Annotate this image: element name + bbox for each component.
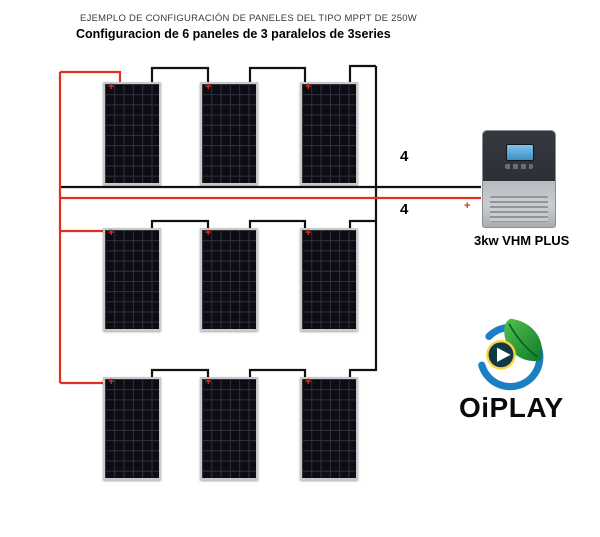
- oiplay-logo-text: OiPLAY: [459, 392, 564, 423]
- solar-panel: +: [103, 377, 161, 480]
- panel-positive-terminal: +: [205, 81, 212, 93]
- negative-wires: [60, 64, 481, 378]
- panel-positive-terminal: +: [305, 81, 312, 93]
- solar-panel: +: [200, 377, 258, 480]
- positive-bus-label: 4: [400, 201, 409, 218]
- solar-panel: +: [200, 228, 258, 331]
- inverter-image: [482, 130, 556, 228]
- inverter-label: 3kw VHM PLUS: [474, 233, 570, 248]
- inverter-buttons: [505, 164, 533, 169]
- inverter-lcd-screen: [506, 144, 534, 161]
- panel-positive-terminal: +: [205, 227, 212, 239]
- panel-positive-terminal: +: [108, 227, 115, 239]
- solar-panel: +: [103, 82, 161, 185]
- logo-leaf-vein: [508, 323, 539, 358]
- page-title: EJEMPLO DE CONFIGURACIÓN DE PANELES DEL …: [80, 13, 417, 24]
- page-subtitle: Configuracion de 6 paneles de 3 paralelo…: [76, 27, 391, 41]
- logo-play-icon: [497, 347, 511, 362]
- panel-positive-terminal: +: [108, 376, 115, 388]
- panel-positive-terminal: +: [205, 376, 212, 388]
- solar-panel: +: [200, 82, 258, 185]
- panel-positive-terminal: +: [305, 227, 312, 239]
- solar-panel: +: [300, 228, 358, 331]
- panel-positive-terminal: +: [305, 376, 312, 388]
- negative-bus-label: 4: [400, 148, 409, 165]
- oiplay-logo-icon: [478, 318, 544, 391]
- inverter-vents: [490, 196, 548, 222]
- inverter-positive-terminal: +: [464, 200, 471, 212]
- panel-positive-terminal: +: [108, 81, 115, 93]
- solar-panel: +: [300, 377, 358, 480]
- solar-panel: +: [300, 82, 358, 185]
- solar-panel: +: [103, 228, 161, 331]
